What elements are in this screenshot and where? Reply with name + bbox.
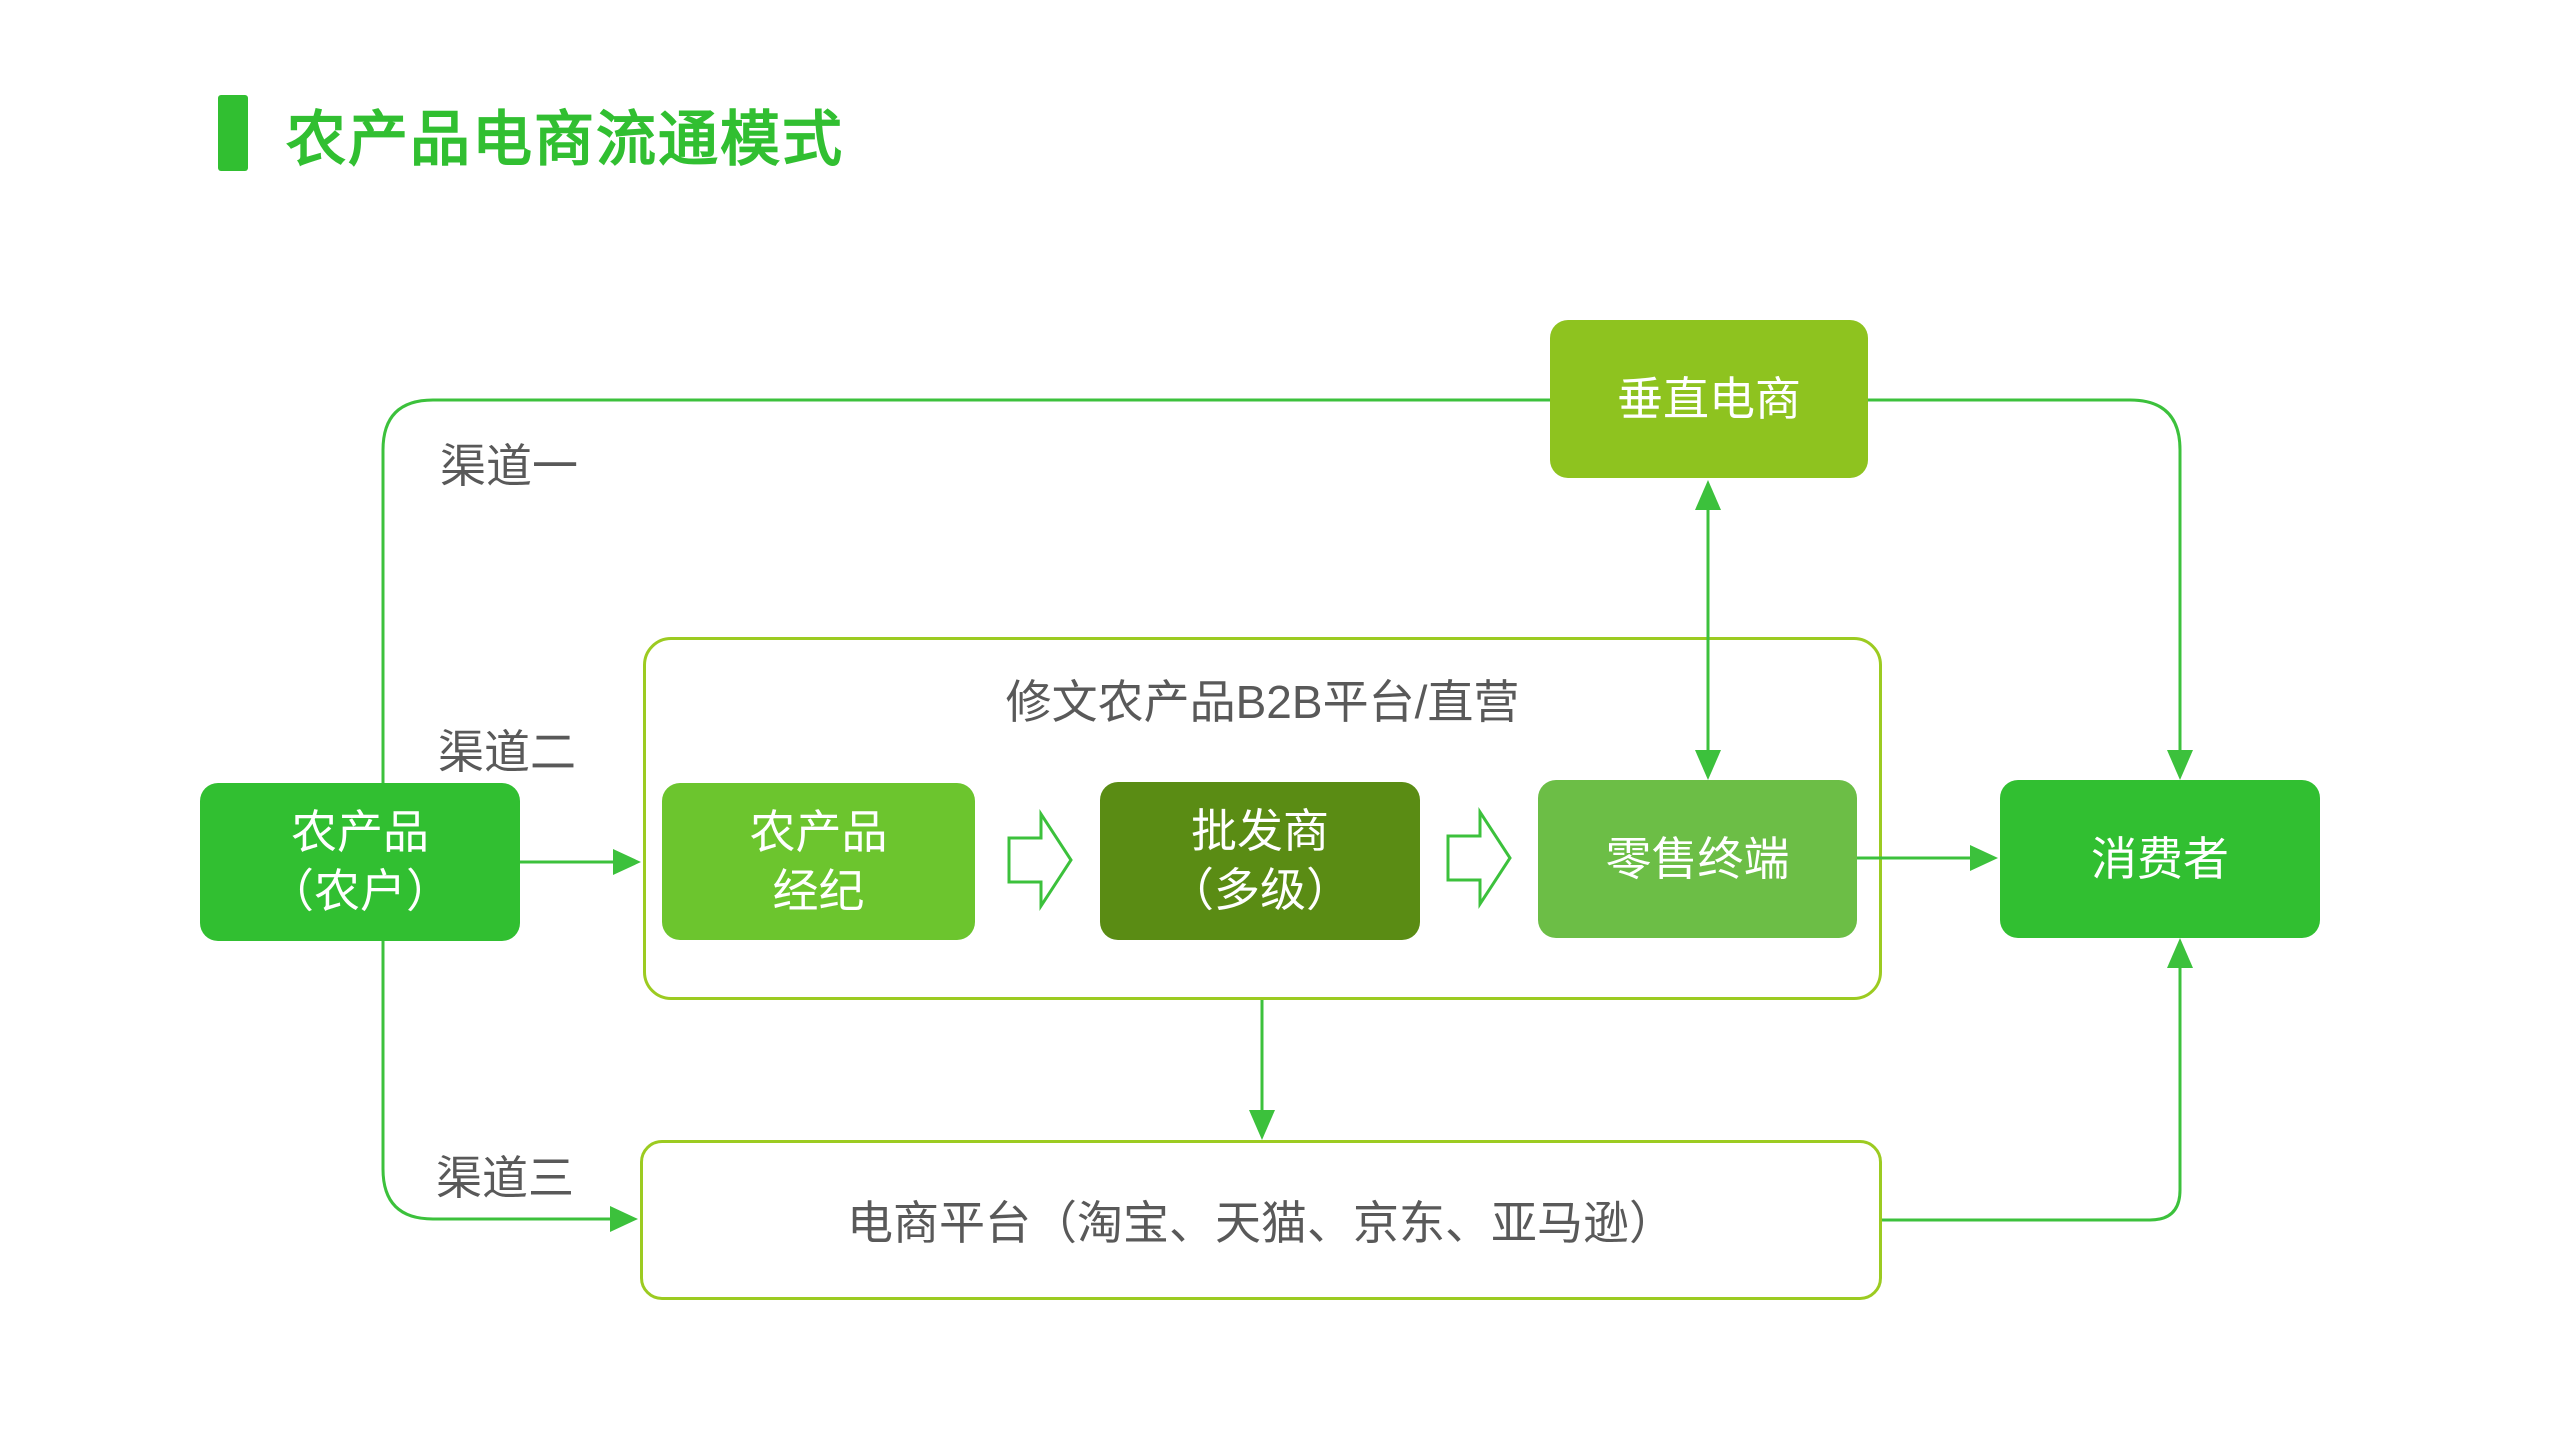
vertical-to-consumer-connector [1868,398,2182,750]
channel2-label: 渠道二 [438,726,576,778]
arrowhead-into-platform-top [1249,1110,1275,1140]
vertical-ecommerce-node: 垂直电商 [1550,320,1868,478]
title-accent-bar [218,95,248,171]
farm-product-node: 农产品 （农户） [200,783,520,941]
consumer-node: 消费者 [2000,780,2320,938]
arrowhead-into-b2b-left [613,849,641,875]
ecommerce-platform-box: 电商平台（淘宝、天猫、京东、亚马逊） [640,1140,1882,1300]
arrowhead-into-consumer-bottom [2167,938,2193,968]
retail-terminal-node: 零售终端 [1538,780,1857,938]
b2b-platform-container-title: 修文农产品B2B平台/直营 [1005,676,1520,728]
wholesaler-node: 批发商 （多级） [1100,782,1420,940]
broker-node: 农产品 经纪 [662,783,975,940]
arrowhead-into-consumer-top [2167,750,2193,780]
arrowhead-into-consumer-left [1970,845,1998,871]
channel3-label: 渠道三 [436,1152,574,1204]
platform-to-consumer-connector [1882,968,2182,1222]
channel1-label: 渠道一 [440,440,578,492]
arrowhead-into-platform-left [610,1206,638,1232]
arrowhead-into-vertical-bottom [1695,480,1721,510]
page-title: 农产品电商流通模式 [286,106,844,173]
